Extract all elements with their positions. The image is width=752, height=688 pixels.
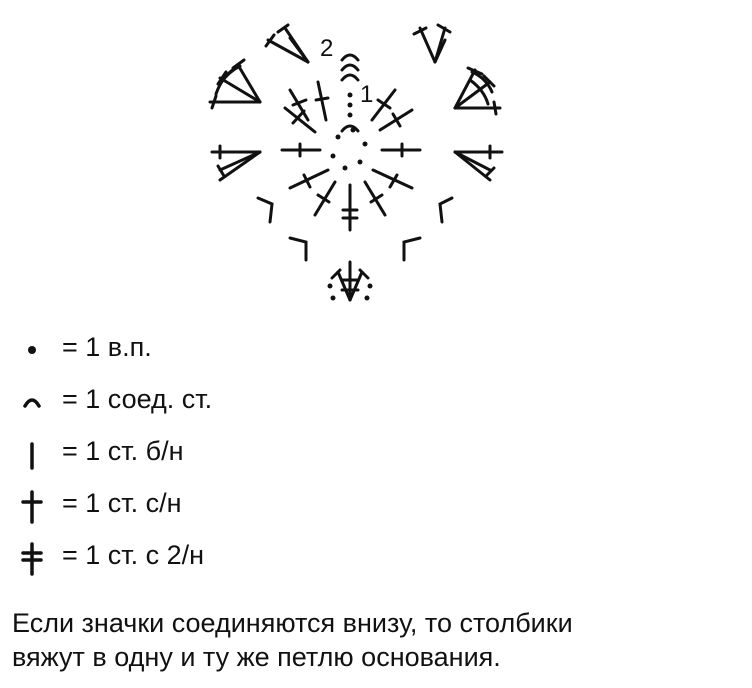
treble-crochet-icon: [21, 542, 43, 576]
slip-stitch-arc: [340, 73, 360, 82]
slip-stitch-icon: [23, 398, 41, 408]
round-1-stitches: [280, 80, 422, 232]
legend-text: = 1 соед. ст.: [62, 384, 213, 414]
legend-row-chain: = 1 в.п.: [12, 320, 412, 372]
note-line-2: вяжут в одну и ту же петлю основания.: [12, 642, 501, 672]
chain-corners: [256, 196, 454, 262]
crochet-heart-diagram: 2 1: [190, 10, 520, 310]
note-line-1: Если значки соединяются внизу, то столби…: [12, 608, 573, 638]
legend-text: = 1 ст. б/н: [62, 436, 184, 466]
slip-stitch-arc: [340, 63, 360, 72]
legend-text: = 1 в.п.: [62, 332, 152, 362]
heart-chart-svg: 2 1: [208, 23, 504, 302]
legend-row-treble-crochet: = 1 ст. с 2/н: [12, 528, 412, 580]
legend-row-slip-stitch: = 1 соед. ст.: [12, 372, 412, 424]
single-crochet-icon: [30, 442, 34, 470]
bottom-chain-dots: [327, 283, 373, 301]
slip-stitch-arc: [340, 53, 360, 62]
legend-row-double-crochet: = 1 ст. с/н: [12, 476, 412, 528]
legend-text: = 1 ст. с/н: [62, 488, 182, 518]
legend-text: = 1 ст. с 2/н: [62, 540, 205, 570]
slip-stitch-arc: [340, 124, 360, 133]
double-crochet-icon: [21, 490, 43, 524]
center-chain-ring: [330, 92, 368, 171]
legend-row-single-crochet: = 1 ст. б/н: [12, 424, 412, 476]
round-2-shell-stitches: [208, 23, 504, 182]
instruction-note: Если значки соединяются внизу, то столби…: [12, 606, 747, 674]
bottom-point-stitches: [330, 260, 370, 302]
round-2-label: 2: [320, 35, 333, 62]
chain-dot-icon: [28, 346, 36, 354]
round-1-label: 1: [360, 81, 373, 108]
